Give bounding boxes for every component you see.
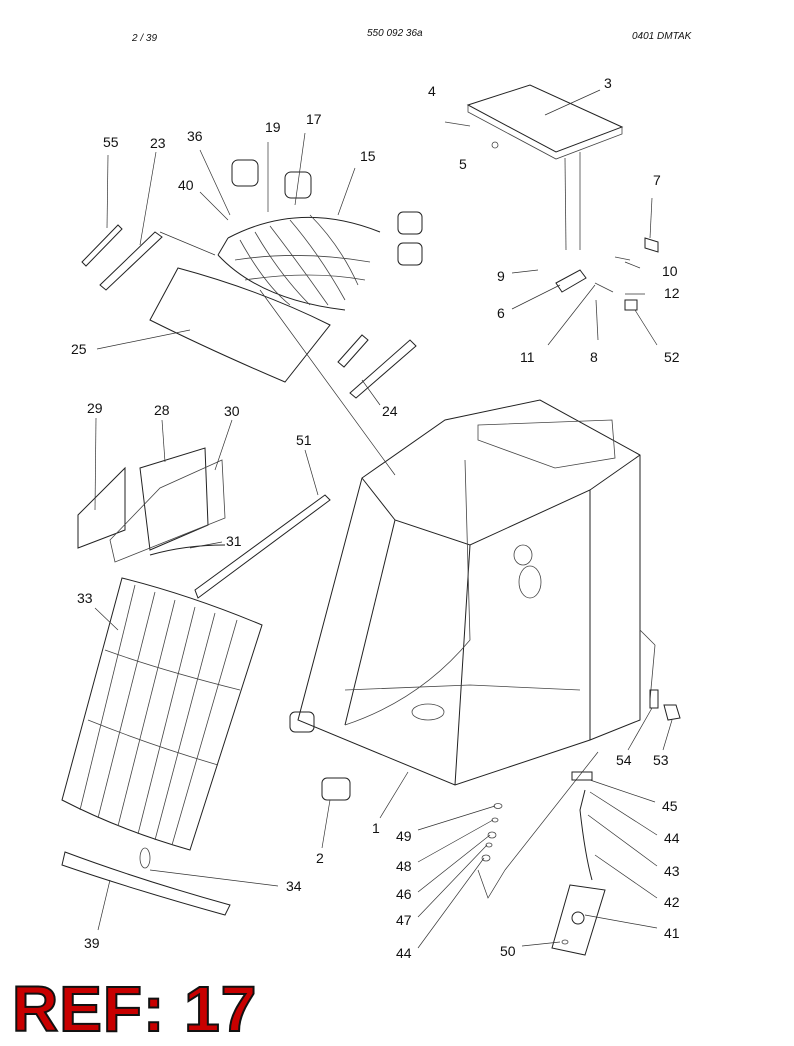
callout-2: 2	[316, 850, 324, 866]
callout-46: 46	[396, 886, 412, 902]
callout-51: 51	[296, 432, 312, 448]
callout-40: 40	[178, 177, 194, 193]
callout-34: 34	[286, 878, 302, 894]
callout-6: 6	[497, 305, 505, 321]
small-brackets	[627, 689, 681, 751]
reference-label: REF: 17	[11, 972, 258, 1046]
callout-29: 29	[87, 400, 103, 416]
callout-42: 42	[664, 894, 680, 910]
callout-36: 36	[187, 128, 203, 144]
document-number: 550 092 36a	[367, 28, 423, 39]
callout-7: 7	[653, 172, 661, 188]
callout-5: 5	[459, 156, 467, 172]
callout-54: 54	[616, 752, 632, 768]
fastener-stack	[417, 751, 599, 949]
front-grille	[61, 577, 263, 851]
callout-44b: 44	[396, 945, 412, 961]
callout-4: 4	[428, 83, 436, 99]
callout-30: 30	[224, 403, 240, 419]
callout-24: 24	[382, 403, 398, 419]
callout-9: 9	[497, 268, 505, 284]
callout-31: 31	[226, 533, 242, 549]
callout-15: 15	[360, 148, 376, 164]
callout-labels: 3 4 5 7 9 10 12 6 11 8 52 55 23 36 19 17…	[71, 75, 680, 961]
front-light	[289, 711, 351, 849]
right-brackets	[337, 334, 417, 406]
callout-10: 10	[662, 263, 678, 279]
callout-48: 48	[396, 858, 412, 874]
callout-39: 39	[84, 935, 100, 951]
callout-25: 25	[71, 341, 87, 357]
callout-43: 43	[664, 863, 680, 879]
side-panels	[77, 417, 233, 563]
callout-53: 53	[653, 752, 669, 768]
callout-45: 45	[662, 798, 678, 814]
callout-47: 47	[396, 912, 412, 928]
left-brackets	[81, 151, 216, 291]
front-bumper	[61, 847, 279, 931]
callout-41: 41	[664, 925, 680, 941]
callout-28: 28	[154, 402, 170, 418]
windshield-panel	[96, 267, 331, 383]
callout-8: 8	[590, 349, 598, 365]
callout-44a: 44	[664, 830, 680, 846]
callout-52: 52	[664, 349, 680, 365]
callout-1: 1	[372, 820, 380, 836]
callout-17: 17	[306, 111, 322, 127]
callout-50: 50	[500, 943, 516, 959]
callout-3: 3	[604, 75, 612, 91]
callout-33: 33	[77, 590, 93, 606]
lamp-guard-cage	[199, 132, 381, 311]
mirror-assembly	[521, 771, 658, 956]
callout-49: 49	[396, 828, 412, 844]
callout-11: 11	[520, 349, 535, 365]
page-number: 2 / 39	[132, 33, 158, 44]
rail-part	[194, 449, 331, 599]
callout-55: 55	[103, 134, 119, 150]
bracket-hardware	[511, 197, 659, 346]
callout-19: 19	[265, 119, 281, 135]
cab-frame	[259, 289, 656, 819]
document-code: 0401 DMTAK	[632, 31, 692, 42]
callout-12: 12	[664, 285, 680, 301]
callout-23: 23	[150, 135, 166, 151]
roof-panel-part	[444, 84, 624, 251]
work-lamps	[231, 159, 423, 266]
